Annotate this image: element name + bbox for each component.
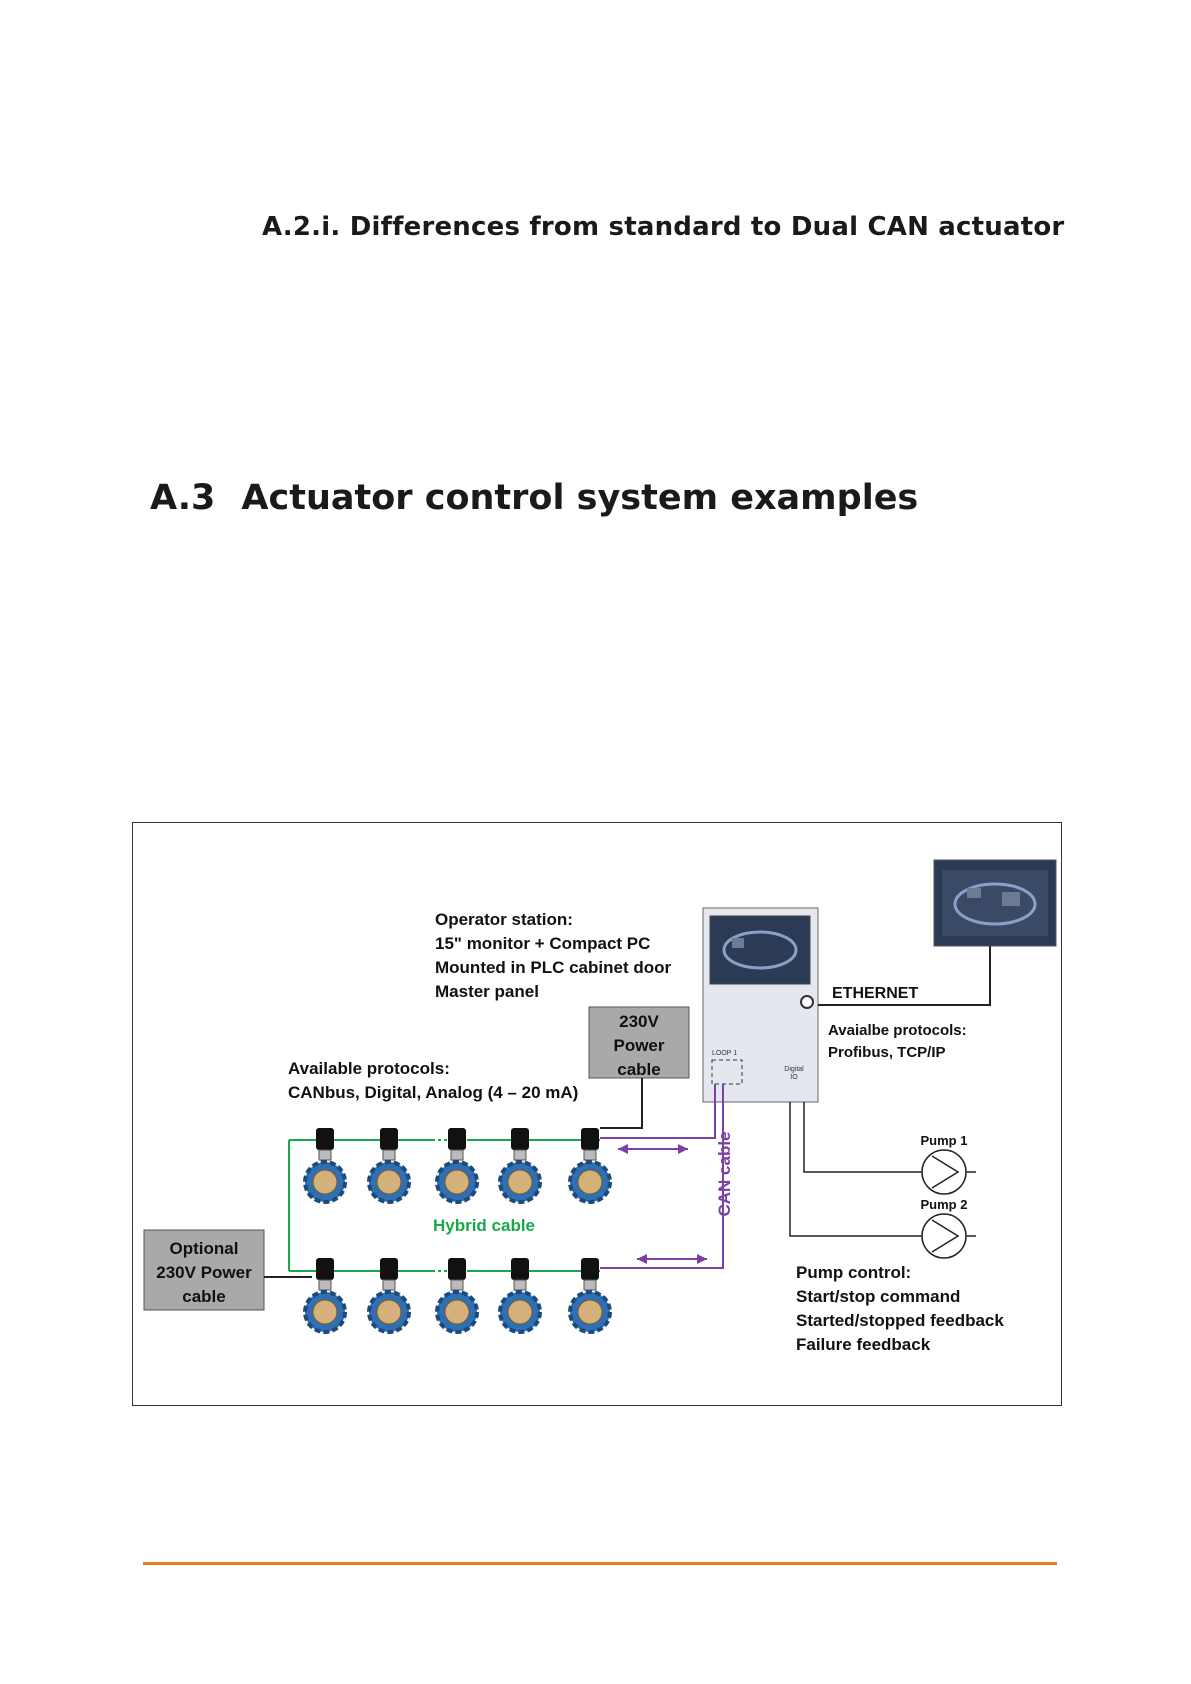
- operator-station-line-2: 15" monitor + Compact PC: [435, 934, 650, 953]
- power-cable-box: 230V Power cable: [588, 1006, 690, 1079]
- pump-control-line-1: Pump control:: [796, 1263, 911, 1282]
- pump-control-line-4: Failure feedback: [796, 1335, 931, 1354]
- hybrid-cable-label: Hybrid cable: [433, 1216, 535, 1235]
- pump-1-icon: [921, 1149, 976, 1195]
- digital-io-label-2: IO: [790, 1074, 798, 1081]
- footer-rule: [143, 1562, 1057, 1565]
- available-protocols-line-1: Available protocols:: [288, 1059, 450, 1078]
- power-box-line-2: Power: [613, 1036, 664, 1055]
- valve-row-top: [303, 1128, 612, 1204]
- section-title: Actuator control system examples: [241, 478, 919, 518]
- remote-monitor-icon: [933, 859, 1057, 947]
- section-heading-a3: A.3 Actuator control system examples: [150, 478, 918, 518]
- optional-power-box: Optional 230V Power cable: [143, 1229, 265, 1311]
- ethernet-label: ETHERNET: [832, 985, 918, 1002]
- section-number: A.3: [150, 478, 216, 518]
- plc-cabinet: LOOP 1 Digital IO: [702, 907, 819, 1103]
- valve-icon: [568, 1128, 612, 1204]
- valve-icon: [498, 1128, 542, 1204]
- valve-icon: [303, 1128, 347, 1204]
- pump1-line: [803, 1102, 922, 1173]
- can-cable: [600, 1084, 724, 1269]
- pump-control-line-3: Started/stopped feedback: [796, 1311, 1004, 1330]
- power-box-line-3: cable: [617, 1060, 660, 1079]
- valve-icon: [568, 1258, 612, 1334]
- valve-row-bottom: [303, 1258, 612, 1334]
- power-cable-line: [600, 1078, 643, 1129]
- valve-icon: [367, 1258, 411, 1334]
- valve-icon: [435, 1258, 479, 1334]
- pump-1-label: Pump 1: [921, 1133, 968, 1148]
- valve-icon: [498, 1258, 542, 1334]
- valve-icon: [435, 1128, 479, 1204]
- operator-station-line-3: Mounted in PLC cabinet door: [435, 958, 671, 977]
- pump2-line: [789, 1102, 922, 1237]
- section-heading-a2i: A.2.i. Differences from standard to Dual…: [262, 212, 1065, 242]
- optional-box-line-3: cable: [182, 1287, 225, 1306]
- valve-icon: [303, 1258, 347, 1334]
- optional-box-line-2: 230V Power: [156, 1263, 252, 1282]
- can-cable-label: CAN cable: [715, 1131, 734, 1216]
- valve-icon: [367, 1128, 411, 1204]
- power-box-line-1: 230V: [619, 1012, 659, 1031]
- pump-2-label: Pump 2: [921, 1197, 968, 1212]
- optional-box-line-1: Optional: [170, 1239, 239, 1258]
- operator-station-line-1: Operator station:: [435, 910, 573, 929]
- available-protocols-line-2: CANbus, Digital, Analog (4 – 20 mA): [288, 1083, 578, 1102]
- loop-label: LOOP 1: [712, 1050, 737, 1057]
- ethernet-protocols-line-1: Avaialbe protocols:: [828, 1022, 967, 1039]
- operator-station-line-4: Master panel: [435, 982, 539, 1001]
- control-system-diagram: LOOP 1 Digital IO ETHERNET Avaialbe prot…: [132, 822, 1062, 1406]
- hybrid-cable: [288, 1139, 600, 1272]
- ethernet-line: [818, 946, 991, 1006]
- digital-io-label-1: Digital: [784, 1066, 804, 1073]
- pump-control-line-2: Start/stop command: [796, 1287, 960, 1306]
- ethernet-protocols-line-2: Profibus, TCP/IP: [828, 1044, 946, 1061]
- pump-2-icon: [921, 1213, 976, 1259]
